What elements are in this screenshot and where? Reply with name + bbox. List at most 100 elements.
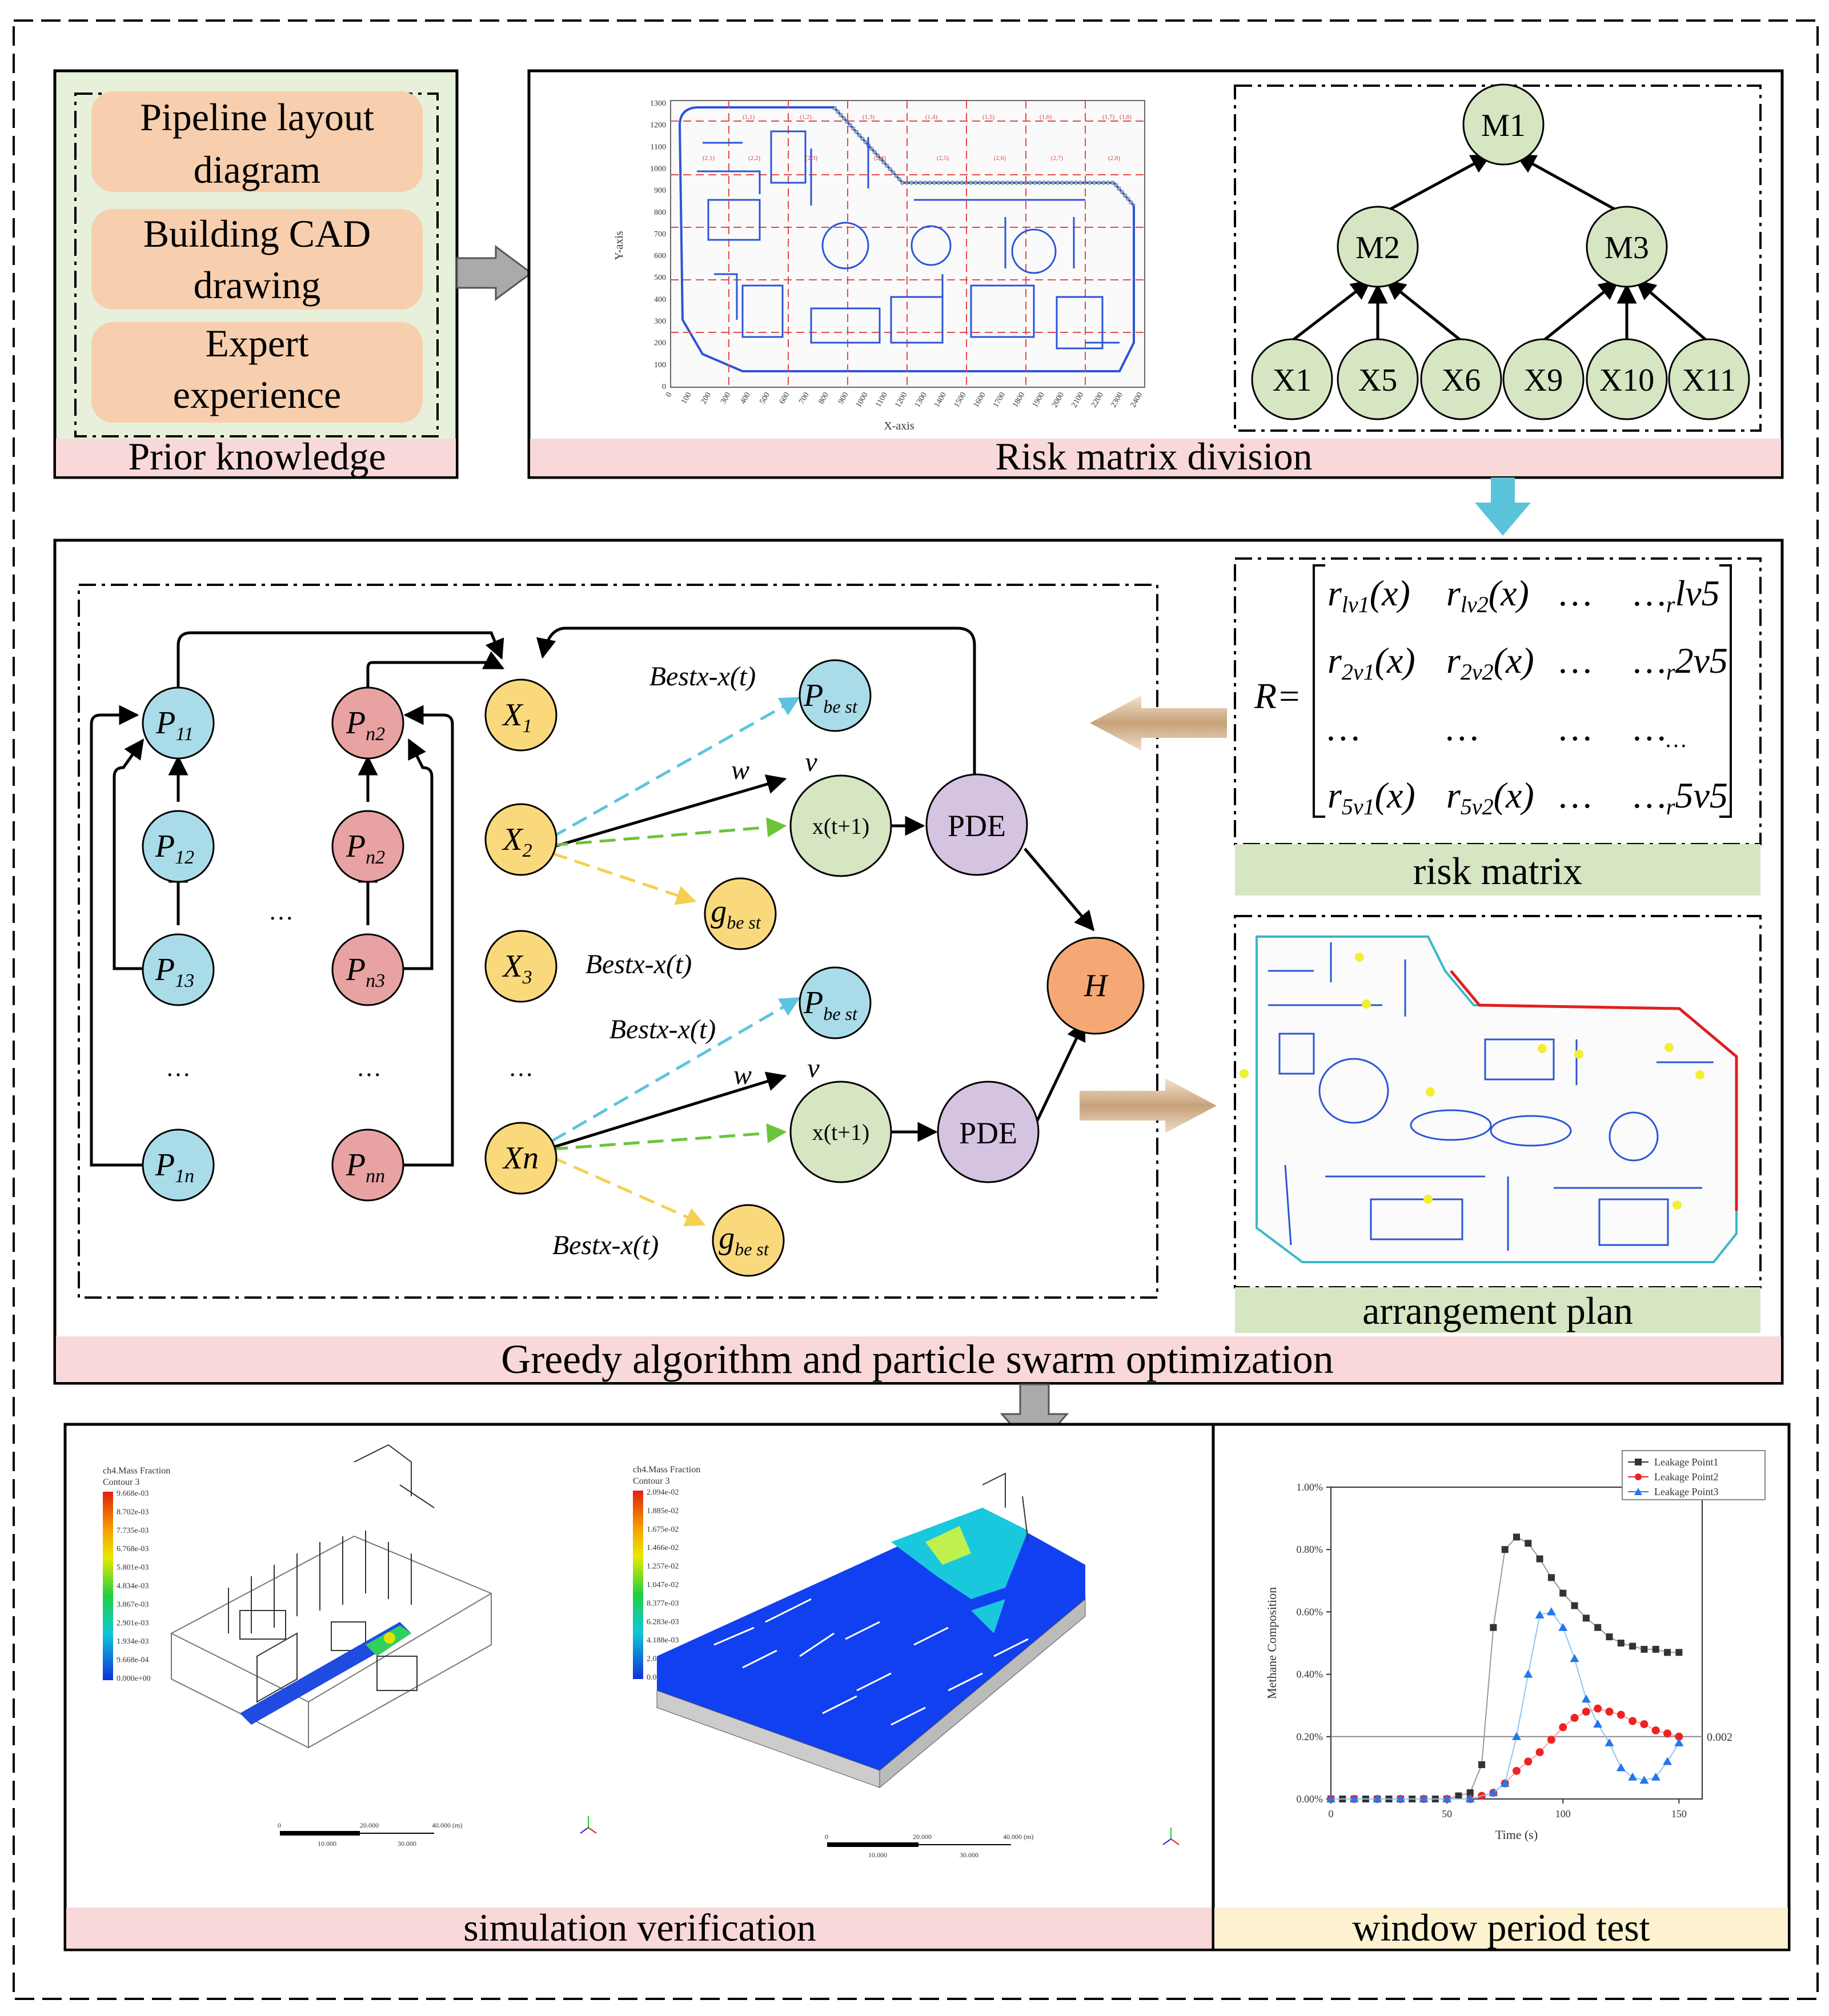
svg-text:(1,7): (1,7)	[1102, 114, 1114, 121]
plot-area	[1330, 1487, 1703, 1800]
data-point	[1558, 1623, 1568, 1631]
data-point	[1524, 1757, 1533, 1766]
legend-value: 2.094e-02	[647, 1488, 679, 1497]
legend-value: 1.047e-02	[647, 1581, 679, 1589]
svg-text:30.000: 30.000	[960, 1851, 978, 1859]
ellipsis: …	[356, 1054, 382, 1082]
data-point	[1616, 1763, 1626, 1772]
risk-matrix-box: R= rlv1(x)rlv2(x)…rlv5…r2v1(x)r2v2(x)…r2…	[1234, 557, 1762, 895]
data-point	[1546, 1607, 1556, 1616]
matrix-cell: …r2v5	[1634, 640, 1728, 685]
prior-item-text: drawing	[194, 263, 321, 307]
x-tick-label: 50	[1442, 1808, 1452, 1820]
prior-item-text: Expert	[205, 322, 308, 365]
xt1-node	[789, 774, 892, 877]
particle-node-pn2b	[331, 810, 404, 883]
node-label: Pnn	[346, 1147, 385, 1187]
tree-label: X9	[1524, 363, 1563, 398]
data-point	[1605, 1738, 1614, 1746]
data-point	[1513, 1533, 1520, 1541]
matrix-cell: …	[1327, 708, 1360, 748]
legend-value: 8.702e-03	[117, 1508, 149, 1516]
legend-value: 1.257e-02	[647, 1563, 679, 1571]
svg-text:ch4.Mass Fraction: ch4.Mass Fraction	[103, 1466, 170, 1476]
tree-label: X1	[1273, 363, 1311, 398]
legend-label: Leakage Point3	[1654, 1486, 1718, 1497]
svg-text:ch4.Mass Fraction: ch4.Mass Fraction	[633, 1465, 700, 1475]
map-x-axis-label: X-axis	[884, 420, 915, 432]
x-node-xn	[484, 1122, 557, 1195]
map-y-tick: 400	[654, 295, 666, 304]
data-point	[1606, 1633, 1613, 1641]
map-y-tick: 800	[654, 208, 666, 217]
legend-value: 1.885e-02	[647, 1507, 679, 1515]
node-label: Pn3	[346, 952, 385, 991]
data-point	[1628, 1772, 1638, 1781]
arrangement-plan-box: arrangement plan	[1234, 915, 1762, 1333]
tree-node-m1	[1462, 83, 1545, 166]
map-y-tick: 1300	[650, 99, 666, 108]
data-point	[1663, 1757, 1672, 1765]
tree-node-x9	[1502, 338, 1585, 420]
x-node-x3	[484, 930, 557, 1003]
prior-item-text: experience	[173, 373, 341, 416]
bestx-label: Bestx-x(t)	[552, 1230, 659, 1260]
risk-division-panel: Risk matrix division	[527, 69, 1784, 479]
legend-value: 0.000e+00	[117, 1674, 151, 1683]
particle-node-pnn	[331, 1129, 404, 1202]
data-point	[1466, 1789, 1474, 1797]
risk-caption: Risk matrix division	[995, 435, 1312, 478]
data-point	[1513, 1766, 1521, 1775]
data-point	[1652, 1645, 1659, 1653]
data-point	[1582, 1708, 1590, 1716]
node-label: P12	[155, 829, 194, 868]
svg-text:(2,8): (2,8)	[1108, 155, 1120, 162]
sim-left-render: ch4.Mass Fraction Contour 3 9.668e-038.7…	[103, 1444, 597, 1848]
svg-text:0: 0	[278, 1821, 281, 1829]
grid-cell-labels: (1,1) (1,2) (1,3) (1,4) (1,5) (1,6) (1,7…	[703, 114, 1132, 162]
legend-marker	[1634, 1488, 1642, 1495]
h-node	[1046, 937, 1145, 1035]
svg-text:(1,8): (1,8)	[1120, 114, 1132, 121]
threshold-label: 0.002	[1707, 1731, 1732, 1744]
matrix-cell: r5v1(x)	[1327, 775, 1415, 820]
v-label: v	[807, 1053, 820, 1083]
data-point	[1629, 1717, 1637, 1725]
map-y-tick: 700	[654, 230, 666, 239]
data-point	[1639, 1776, 1649, 1784]
prior-item-text: diagram	[194, 148, 321, 191]
pbest-node	[799, 659, 872, 732]
matrix-cell: r5v2(x)	[1446, 775, 1534, 820]
map-y-tick: 200	[654, 339, 666, 348]
particle-node-pn2	[331, 686, 404, 760]
tree-label: X11	[1682, 363, 1736, 398]
node-label: H	[1084, 968, 1109, 1003]
pde-label: PDE	[948, 809, 1006, 843]
svg-text:10.000: 10.000	[868, 1851, 887, 1859]
legend-value: 9.668e-04	[117, 1656, 149, 1665]
legend-value: 6.283e-03	[647, 1618, 679, 1627]
particle-node-pn3	[331, 933, 404, 1006]
y-tick-label: 0.60%	[1297, 1606, 1323, 1617]
xt1-label: x(t+1)	[812, 813, 869, 839]
prior-item-expert	[91, 322, 423, 423]
data-point	[1547, 1574, 1555, 1581]
data-point	[1547, 1736, 1555, 1744]
ellipsis: …	[166, 1054, 191, 1082]
data-point	[1570, 1714, 1579, 1722]
data-point	[1571, 1602, 1578, 1609]
svg-text:(1,3): (1,3)	[863, 114, 875, 121]
floor-plan-map: (1,1) (1,2) (1,3) (1,4) (1,5) (1,6) (1,7…	[613, 99, 1145, 432]
node-label: P11	[155, 705, 194, 745]
data-point	[1349, 1794, 1359, 1802]
svg-text:0: 0	[825, 1833, 828, 1841]
pbest-node	[799, 966, 872, 1039]
tree-node-m2	[1337, 206, 1419, 288]
legend-value: 1.934e-03	[117, 1637, 149, 1646]
y-tick-label: 0.20%	[1297, 1731, 1323, 1742]
data-point	[1663, 1729, 1672, 1738]
matrix-lhs: R=	[1254, 676, 1301, 716]
svg-text:(2,7): (2,7)	[1051, 155, 1063, 162]
xt1-node	[789, 1081, 892, 1183]
